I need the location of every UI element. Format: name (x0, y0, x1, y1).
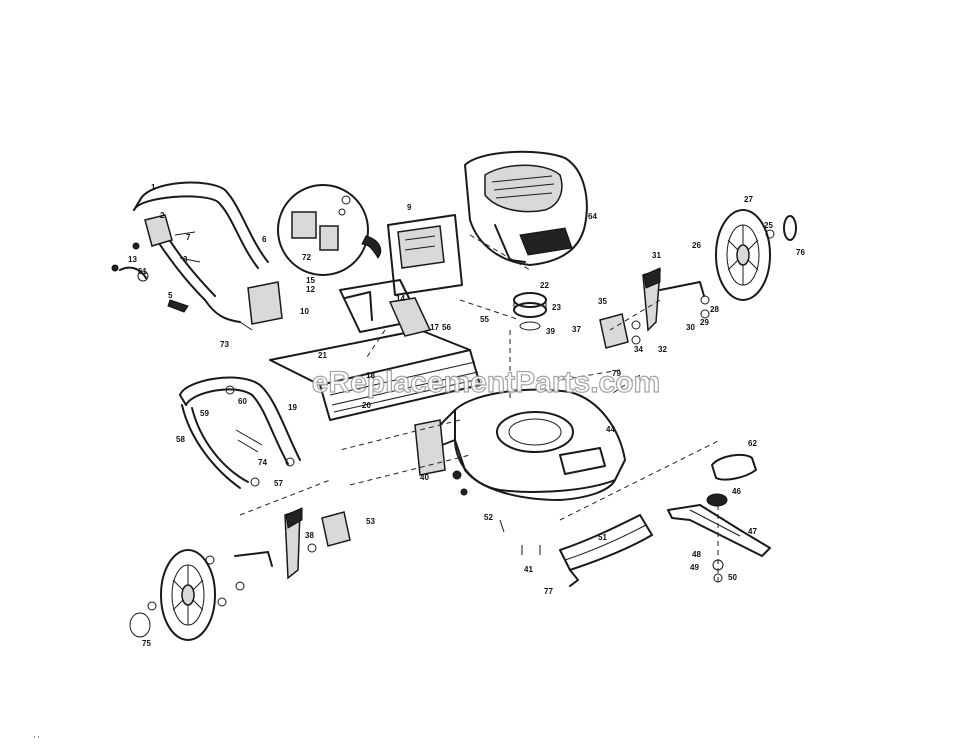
corner-mark: ' ' (34, 735, 40, 744)
part-label: 49 (690, 563, 699, 572)
part-label: 60 (238, 397, 247, 406)
part-label: 1 (151, 183, 156, 192)
part-label: 12 (306, 285, 315, 294)
part-label: 23 (552, 303, 561, 312)
part-label: 22 (540, 281, 549, 290)
part-label: 48 (692, 550, 701, 559)
lower-handle (179, 376, 301, 489)
part-label: 2 (160, 211, 165, 220)
wheel-rear-left (129, 549, 216, 641)
part-labels: 1 2 3 5 6 7 9 10 12 13 14 15 17 18 19 20… (128, 183, 805, 648)
blade-adapter (706, 453, 757, 507)
part-label: 40 (420, 473, 429, 482)
part-label: 28 (710, 305, 719, 314)
part-label: 73 (220, 340, 229, 349)
watermark-text: eReplacementParts.com (312, 366, 661, 399)
part-label: 31 (652, 251, 661, 260)
part-label: 61 (138, 267, 147, 276)
part-label: 6 (262, 235, 267, 244)
part-label: 64 (588, 212, 597, 221)
engine (464, 150, 588, 266)
part-label: 56 (442, 323, 451, 332)
part-label: 77 (544, 587, 553, 596)
part-label: 9 (407, 203, 412, 212)
hardware-bits (111, 242, 724, 607)
part-label: 41 (524, 565, 533, 574)
part-label: 30 (686, 323, 695, 332)
part-label: 15 (306, 276, 315, 285)
part-label: 21 (318, 351, 327, 360)
part-label: 32 (658, 345, 667, 354)
part-label: 47 (748, 527, 757, 536)
mower-deck (439, 388, 626, 501)
part-label: 25 (764, 221, 773, 230)
part-label: 51 (598, 533, 607, 542)
blade (667, 504, 771, 557)
part-label: 7 (186, 233, 191, 242)
part-label: 79 (612, 369, 621, 378)
part-label: 53 (366, 517, 375, 526)
pulley (513, 292, 547, 331)
part-label: 17 (430, 323, 439, 332)
part-label: 34 (634, 345, 643, 354)
part-label: 76 (796, 248, 805, 257)
part-label: 5 (168, 291, 173, 300)
part-label: 52 (484, 513, 493, 522)
part-label: 50 (728, 573, 737, 582)
wheel-front-right (715, 209, 797, 301)
height-adjuster-left (234, 507, 351, 580)
part-label: 37 (572, 325, 581, 334)
part-label: 58 (176, 435, 185, 444)
part-label: 26 (692, 241, 701, 250)
part-label: 72 (302, 253, 311, 262)
height-adjuster-right (599, 267, 705, 349)
part-label: 55 (480, 315, 489, 324)
part-label: 10 (300, 307, 309, 316)
part-label: 27 (744, 195, 753, 204)
throttle-cable (204, 299, 253, 331)
part-label: 35 (598, 297, 607, 306)
part-label: 44 (606, 425, 615, 434)
part-label: 57 (274, 479, 283, 488)
mulch-plug (559, 514, 653, 587)
part-label: 38 (305, 531, 314, 540)
guide-lines (239, 234, 721, 585)
rear-bracket (414, 419, 446, 476)
part-label: 46 (732, 487, 741, 496)
part-label: 19 (288, 403, 297, 412)
part-label: 14 (396, 294, 405, 303)
part-label: 18 (366, 371, 375, 380)
part-label: 13 (128, 255, 137, 264)
part-label: 75 (142, 639, 151, 648)
part-label: 62 (748, 439, 757, 448)
part-label: 74 (258, 458, 267, 467)
bracket-plate (247, 281, 283, 325)
part-label: 3 (183, 255, 188, 264)
part-label: 29 (700, 318, 709, 327)
control-panel (387, 214, 463, 296)
part-label: 59 (200, 409, 209, 418)
part-label: 20 (362, 401, 371, 410)
upper-handle (119, 181, 269, 313)
deck-cover (269, 279, 481, 421)
detail-circle (277, 184, 382, 276)
part-label: 39 (546, 327, 555, 336)
